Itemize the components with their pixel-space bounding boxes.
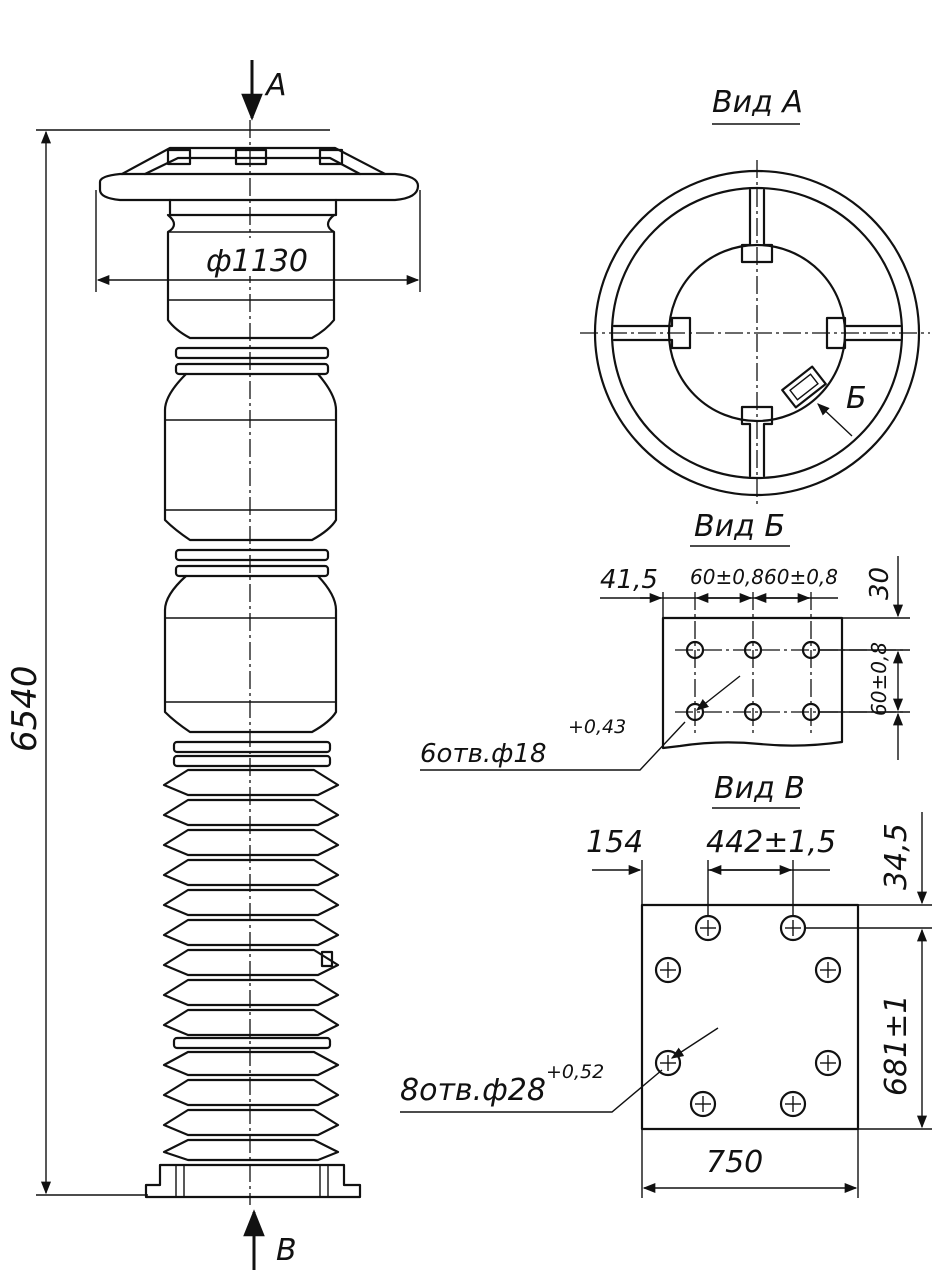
view-v-hole (814, 956, 842, 984)
view-v-hole (689, 1090, 717, 1118)
shed-module-1 (163, 346, 338, 542)
view-b-hole (743, 640, 763, 660)
view-b-dim-right: 30 (865, 567, 895, 600)
arrow-a-label: A (264, 68, 287, 103)
dia-label-bg (195, 238, 305, 276)
shed-module-2 (163, 548, 338, 734)
view-b-dim-left: 41,5 (600, 565, 658, 595)
clamp-top (740, 188, 774, 264)
clamp-right (825, 316, 902, 350)
ribbed-sheds (162, 740, 340, 1162)
height-label: 6540 (5, 665, 45, 752)
view-v-hole (654, 1049, 682, 1077)
arrow-b-label: B (276, 1233, 297, 1268)
view-v-dim-height: 681±1 (879, 995, 914, 1096)
view-v-dim-top: 34,5 (879, 823, 914, 890)
view-v-title: Вид В (714, 771, 805, 806)
detail-b-label: Б (846, 381, 867, 416)
view-b-plate (661, 616, 844, 750)
view-b-hole (743, 702, 763, 722)
clamp-bottom (740, 405, 774, 478)
view-b: Вид Б 41,5 60±0,8 60±0,8 30 60±0,8 (420, 509, 910, 771)
view-b-hole-note: 6отв.ф18 (420, 739, 547, 769)
view-v-hole-note: 8отв.ф28 (400, 1073, 546, 1108)
view-v-hole (814, 1049, 842, 1077)
view-v: Вид В 154 442±1,5 (400, 771, 932, 1198)
view-b-hole (685, 702, 705, 722)
view-b-dim-pitch-2: 60±0,8 (764, 565, 838, 589)
detail-b-plate (781, 365, 827, 409)
diameter-label: ф1130 (206, 244, 308, 279)
view-a: Вид А Б (580, 85, 930, 505)
view-v-dim-left: 154 (586, 825, 643, 860)
insulator-column: A ф1130 (5, 60, 421, 1270)
view-v-hole-crosses (660, 920, 836, 1112)
view-v-dim-width: 750 (706, 1145, 763, 1180)
top-flange (166, 213, 336, 340)
view-v-dim-pitch: 442±1,5 (706, 825, 836, 860)
view-b-callout-leader (420, 721, 686, 771)
view-v-hole (779, 1090, 807, 1118)
view-b-dim-pitch-1: 60±0,8 (690, 565, 764, 589)
bottom-flange (144, 1163, 362, 1199)
view-b-callout-arrow (696, 675, 741, 711)
view-v-hole (654, 956, 682, 984)
view-v-callout-leader (400, 1069, 663, 1113)
view-b-dim-vertical: 60±0,8 (867, 642, 891, 716)
view-b-hole (685, 640, 705, 660)
view-b-hole-tol: +0,43 (568, 716, 626, 738)
detail-b-arrow (817, 403, 853, 437)
view-v-plate (640, 903, 860, 1131)
top-cap (98, 146, 420, 217)
view-b-title: Вид Б (694, 509, 785, 544)
view-v-hole-tol: +0,52 (546, 1061, 604, 1083)
view-v-callout-arrow (670, 1027, 719, 1059)
clamp-left (612, 316, 692, 350)
view-a-title: Вид А (712, 85, 803, 120)
